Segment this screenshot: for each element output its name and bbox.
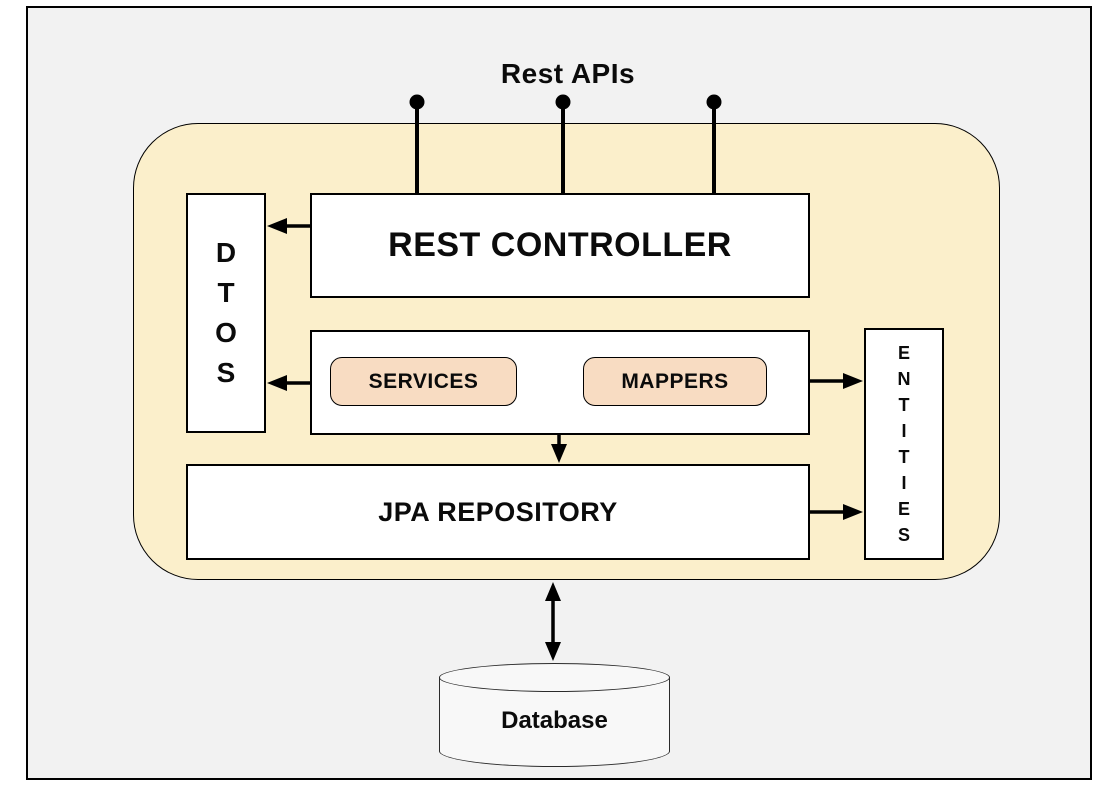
entities-letter: E bbox=[897, 343, 910, 363]
rest-controller-label: REST CONTROLLER bbox=[388, 226, 732, 264]
jpa-repository-box: JPA REPOSITORY bbox=[186, 464, 810, 560]
jpa-repository-label: JPA REPOSITORY bbox=[378, 496, 618, 527]
dtos-letter: T bbox=[217, 277, 235, 308]
database-cylinder-top bbox=[439, 663, 670, 692]
entities-letter: T bbox=[898, 447, 910, 467]
database-cylinder-body bbox=[439, 677, 670, 767]
rest-apis-title: Rest APIs bbox=[500, 58, 636, 89]
rest-controller-box: REST CONTROLLER bbox=[310, 193, 810, 298]
mappers-box: MAPPERS bbox=[583, 357, 767, 406]
services-label: SERVICES bbox=[368, 369, 479, 393]
dtos-letter: S bbox=[216, 357, 236, 388]
entities-letter: S bbox=[897, 525, 910, 545]
dtos-letter: O bbox=[215, 317, 237, 348]
entities-letter: E bbox=[897, 499, 910, 519]
entities-letter: I bbox=[901, 421, 907, 441]
dtos-letter: D bbox=[215, 237, 237, 268]
dtos-box: D T O S bbox=[186, 193, 266, 433]
services-box: SERVICES bbox=[330, 357, 517, 406]
entities-box: E N T I T I E S bbox=[864, 328, 944, 560]
entities-letter: T bbox=[898, 395, 910, 415]
entities-letter: I bbox=[901, 473, 907, 493]
mappers-label: MAPPERS bbox=[621, 369, 729, 393]
entities-letter: N bbox=[897, 369, 911, 389]
database-label: Database bbox=[501, 707, 608, 734]
database-cylinder: Database bbox=[439, 663, 670, 767]
